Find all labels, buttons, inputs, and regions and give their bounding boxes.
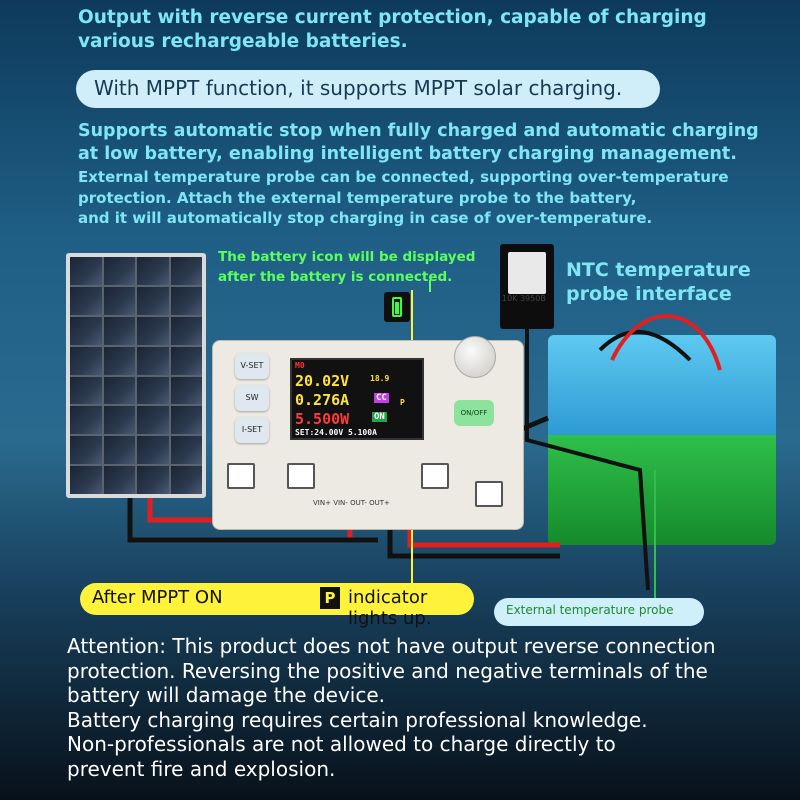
solar-cell: [170, 316, 202, 345]
external-probe-text: External temperature probe: [506, 603, 674, 617]
mount-slot: [475, 481, 503, 507]
battery-icon: [384, 292, 410, 322]
device-display: M0 20.02V 0.276A 5.500W 18.9 CC ON P SET…: [290, 358, 424, 440]
iset-button[interactable]: I-SET: [235, 417, 269, 443]
solar-cell: [70, 466, 102, 494]
temp-reading: 18.9: [370, 374, 390, 383]
cc-badge: CC: [374, 393, 389, 403]
solar-cell: [170, 257, 202, 285]
solar-cell: [137, 286, 169, 315]
solar-cell: [70, 286, 102, 315]
header-auto-stop-text: Supports automatic stop when fully charg…: [78, 121, 759, 164]
solar-cell: [70, 406, 102, 435]
solar-cell: [170, 436, 202, 465]
mppt-p-indicator: P: [400, 398, 405, 407]
solar-cell: [170, 376, 202, 405]
solar-cell: [137, 316, 169, 345]
mount-slot: [287, 463, 315, 489]
solar-cell: [137, 436, 169, 465]
solar-cell: [103, 346, 135, 375]
solar-cell: [70, 436, 102, 465]
attention-warning-text: Attention: This product does not have ou…: [67, 634, 716, 781]
solar-cell: [70, 257, 102, 285]
ntc-interface-label: NTC temperature probe interface: [566, 259, 751, 305]
solar-cell: [137, 376, 169, 405]
solar-cell: [103, 406, 135, 435]
solar-cell: [70, 316, 102, 345]
solar-cell: [170, 406, 202, 435]
mount-slot: [421, 463, 449, 489]
mppt-feature-text: With MPPT function, it supports MPPT sol…: [94, 76, 623, 100]
solar-cell: [170, 286, 202, 315]
solar-cell: [103, 436, 135, 465]
sw-button[interactable]: SW: [235, 385, 269, 411]
solar-cell: [137, 466, 169, 494]
terminal-labels: VIN+ VIN- OUT- OUT+: [313, 499, 390, 507]
mppt-indicator-note: After MPPT ON P indicator lights up.: [80, 583, 474, 629]
solar-cell: [170, 346, 202, 375]
ntc-code-label: 10K 3950B: [502, 294, 546, 303]
current-reading: 0.276A: [295, 391, 350, 409]
battery-pack-image: [548, 335, 776, 545]
solar-cell: [70, 376, 102, 405]
solar-cell: [103, 316, 135, 345]
solar-cell: [103, 376, 135, 405]
external-probe-label: External temperature probe: [494, 598, 704, 626]
battery-icon-callout: The battery icon will be displayed after…: [218, 249, 476, 285]
solar-panel-image: [66, 253, 206, 498]
set-readout: SET:24.00V 5.100A: [295, 428, 377, 437]
voltage-reading: 20.02V: [295, 372, 350, 390]
mount-slot: [227, 463, 255, 489]
adjust-knob[interactable]: [454, 336, 496, 378]
on-badge: ON: [372, 412, 387, 422]
solar-cell: [70, 346, 102, 375]
header-protection-text: Output with reverse current protection, …: [78, 7, 707, 52]
vset-button[interactable]: V-SET: [235, 353, 269, 379]
power-reading: 5.500W: [295, 410, 350, 428]
p-indicator-icon: P: [320, 587, 340, 609]
solar-cell: [103, 466, 135, 494]
solar-cell: [137, 406, 169, 435]
mppt-feature-banner: With MPPT function, it supports MPPT sol…: [76, 70, 660, 108]
ntc-connector-image: [500, 244, 554, 329]
header-temperature-text: External temperature probe can be connec…: [78, 168, 729, 227]
mode-label: M0: [295, 361, 305, 370]
mppt-note-after: indicator lights up.: [348, 587, 432, 629]
mppt-note-before: After MPPT ON: [92, 587, 223, 608]
solar-cell: [170, 466, 202, 494]
solar-cell: [103, 286, 135, 315]
onoff-button[interactable]: ON/OFF: [454, 400, 494, 426]
solar-cell: [103, 257, 135, 285]
solar-cell: [137, 346, 169, 375]
solar-cell: [137, 257, 169, 285]
